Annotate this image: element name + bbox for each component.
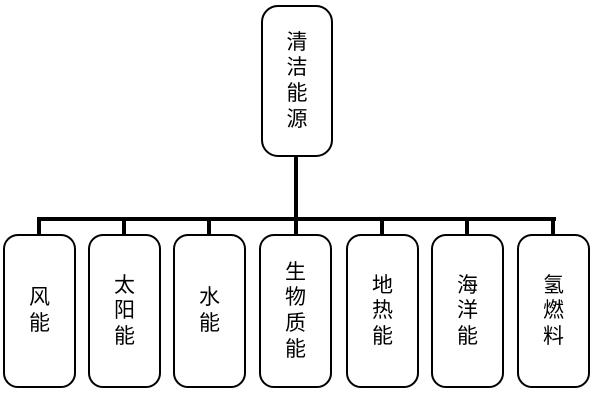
node-hydrogen-fuel: 氢燃料 xyxy=(517,234,590,388)
node-hydrogen-label: 氢燃料 xyxy=(542,272,564,348)
node-solar-energy: 太阳能 xyxy=(88,234,161,388)
node-root-clean-energy: 清洁能源 xyxy=(261,5,333,157)
node-solar-label: 太阳能 xyxy=(113,272,135,348)
node-root-label: 清洁能源 xyxy=(286,29,308,131)
node-ocean-label: 海洋能 xyxy=(456,272,478,348)
connector-stub-biomass xyxy=(294,219,298,236)
node-biomass-energy: 生物质能 xyxy=(259,234,332,388)
connector-stub-geothermal xyxy=(380,219,384,236)
connector-stub-hydro xyxy=(207,219,211,236)
connector-root-vertical xyxy=(294,155,298,236)
node-geothermal-label: 地热能 xyxy=(371,272,393,348)
connector-stub-wind xyxy=(37,219,41,236)
connector-stub-hydrogen xyxy=(551,219,555,236)
node-geothermal-energy: 地热能 xyxy=(346,234,419,388)
node-hydro-energy: 水能 xyxy=(173,234,246,388)
node-ocean-energy: 海洋能 xyxy=(431,234,504,388)
node-hydro-label: 水能 xyxy=(198,285,220,335)
connector-stub-solar xyxy=(122,219,126,236)
node-wind-label: 风能 xyxy=(28,285,50,335)
connector-stub-ocean xyxy=(465,219,469,236)
node-wind-energy: 风能 xyxy=(3,234,76,388)
node-biomass-label: 生物质能 xyxy=(284,259,306,361)
